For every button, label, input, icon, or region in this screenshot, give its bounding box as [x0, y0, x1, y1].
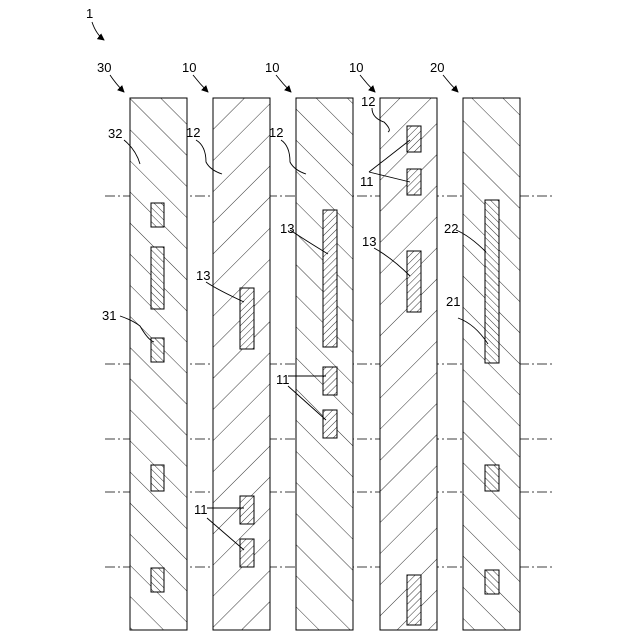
label-11-a: 11 — [194, 502, 208, 517]
label-21: 21 — [446, 294, 460, 309]
strip-10-c — [380, 98, 437, 630]
label-31: 31 — [102, 308, 116, 323]
label-10-c: 10 — [349, 60, 363, 75]
label-10-b: 10 — [265, 60, 279, 75]
label-11-b: 11 — [276, 372, 290, 387]
label-12-c: 12 — [361, 94, 375, 109]
strip-20 — [463, 98, 520, 630]
label-20: 20 — [430, 60, 444, 75]
label-13-c: 13 — [362, 234, 376, 249]
strip-10-a — [213, 98, 270, 630]
label-30: 30 — [97, 60, 111, 75]
label-22: 22 — [444, 221, 458, 236]
strip-30 — [130, 98, 187, 630]
label-32: 32 — [108, 126, 122, 141]
label-13-a: 13 — [196, 268, 210, 283]
label-13-b: 13 — [280, 221, 294, 236]
strip-10-b — [296, 98, 353, 630]
label-10-a: 10 — [182, 60, 196, 75]
label-12-a: 12 — [186, 125, 200, 140]
label-fig-1: 1 — [86, 6, 93, 21]
label-12-b: 12 — [269, 125, 283, 140]
label-11-c: 11 — [360, 174, 374, 189]
